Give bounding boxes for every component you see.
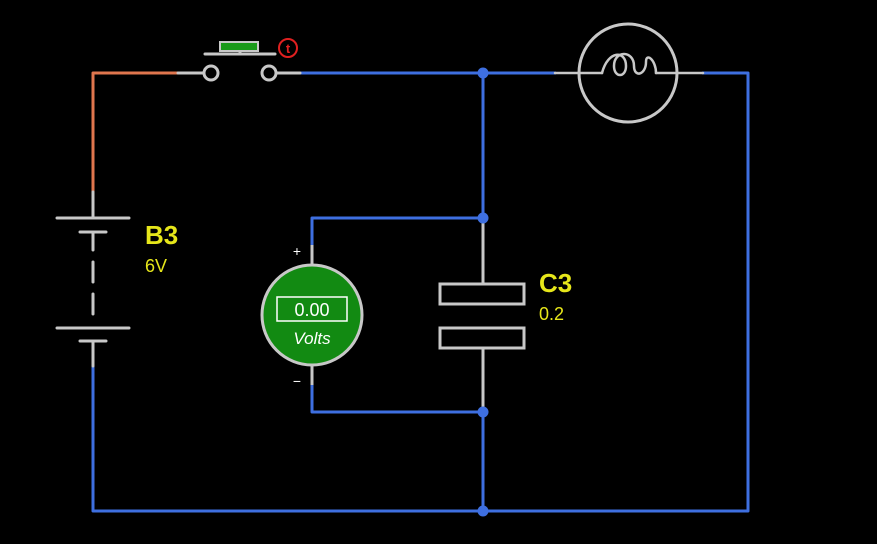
wire-battery-positive[interactable] [91, 71, 180, 194]
push-button-switch[interactable]: t [176, 38, 302, 82]
battery-name: B3 [145, 220, 178, 250]
bulb-icon [553, 52, 705, 77]
capacitor[interactable] [438, 218, 526, 412]
wire-meter-positive[interactable] [310, 216, 485, 247]
capacitor-name: C3 [539, 268, 572, 298]
junction-node-top[interactable] [477, 67, 489, 79]
lamp[interactable] [553, 22, 705, 124]
switch-button-cap[interactable] [219, 41, 259, 52]
switch-terminal-left [202, 64, 220, 82]
junction-node-bottom[interactable] [477, 505, 489, 517]
switch-terminal-right [260, 64, 278, 82]
junction-node-capacitor-lower[interactable] [477, 406, 489, 418]
timer-icon[interactable]: t [278, 38, 298, 58]
capacitor-value: 0.2 [539, 304, 564, 324]
voltmeter-plus-sign: + [293, 243, 301, 259]
battery[interactable] [55, 190, 131, 368]
voltmeter-minus-sign: − [293, 373, 301, 389]
svg-text:t: t [286, 41, 291, 56]
wire-meter-negative[interactable] [310, 383, 485, 414]
wire-bottom-return[interactable] [91, 364, 485, 513]
voltmeter-display [276, 296, 348, 322]
battery-value: 6V [145, 256, 167, 276]
voltmeter-reading: 0.00 [294, 300, 329, 320]
junction-node-capacitor-upper[interactable] [477, 212, 489, 224]
voltmeter-unit: Volts [293, 329, 331, 348]
wire-lamp-right[interactable] [481, 71, 750, 513]
voltmeter[interactable]: 0.00 Volts + − [260, 243, 364, 389]
